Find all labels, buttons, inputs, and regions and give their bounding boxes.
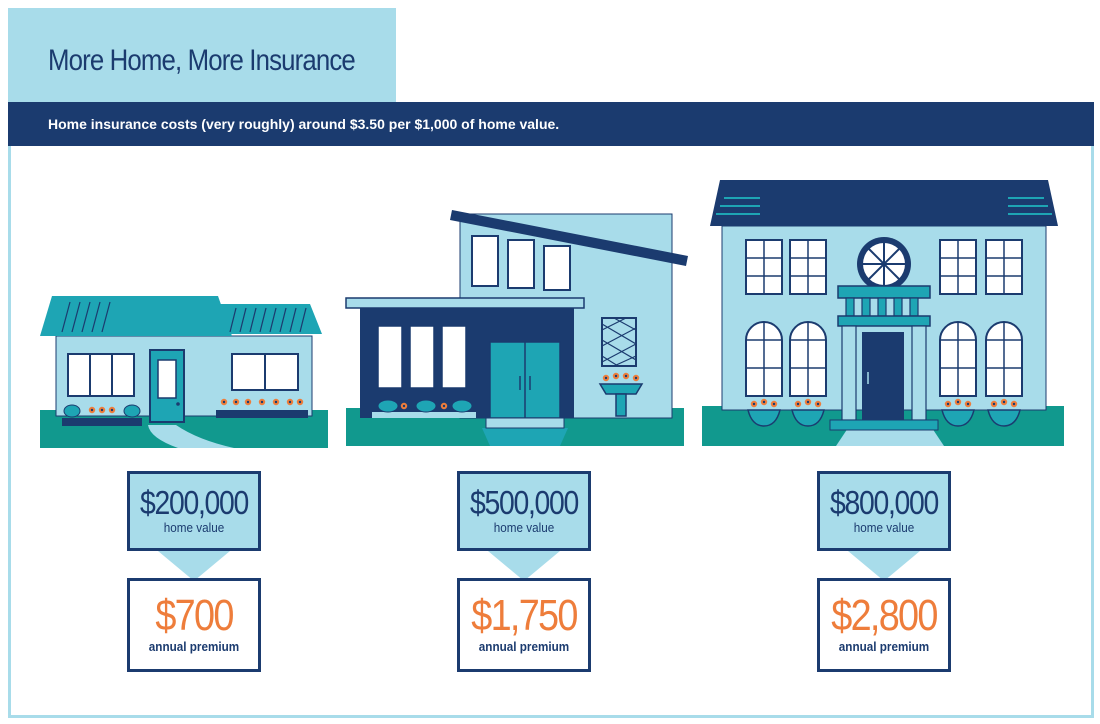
premium-amount-2: $1,750: [471, 591, 578, 640]
home-value-amount-2: $500,000: [469, 484, 579, 521]
premium-box-2: $1,750 annual premium: [457, 578, 591, 672]
home-value-box-3: $800,000 home value: [817, 471, 951, 551]
connector-arrow-2: [488, 551, 560, 581]
home-value-amount-1: $200,000: [139, 484, 249, 521]
title-tab: More Home, More Insurance: [8, 8, 396, 102]
home-value-box-1: $200,000 home value: [127, 471, 261, 551]
home-value-label-3: home value: [853, 520, 915, 535]
premium-box-1: $700 annual premium: [127, 578, 261, 672]
large-house: [702, 180, 1064, 446]
home-value-box-2: $500,000 home value: [457, 471, 591, 551]
premium-amount-1: $700: [155, 591, 234, 640]
premium-label-2: annual premium: [478, 639, 570, 654]
home-value-label-2: home value: [493, 520, 555, 535]
premium-box-3: $2,800 annual premium: [817, 578, 951, 672]
premium-label-3: annual premium: [838, 639, 930, 654]
home-value-label-1: home value: [163, 520, 225, 535]
connector-arrow-3: [848, 551, 920, 581]
premium-label-1: annual premium: [148, 639, 240, 654]
page-title: More Home, More Insurance: [48, 44, 356, 77]
connector-arrow-1: [158, 551, 230, 581]
modern-house: [345, 210, 688, 446]
subtitle-bar: Home insurance costs (very roughly) arou…: [8, 102, 1094, 146]
small-house: [40, 296, 328, 448]
home-value-amount-3: $800,000: [829, 484, 939, 521]
premium-amount-3: $2,800: [831, 591, 938, 640]
subtitle-text: Home insurance costs (very roughly) arou…: [48, 116, 560, 132]
